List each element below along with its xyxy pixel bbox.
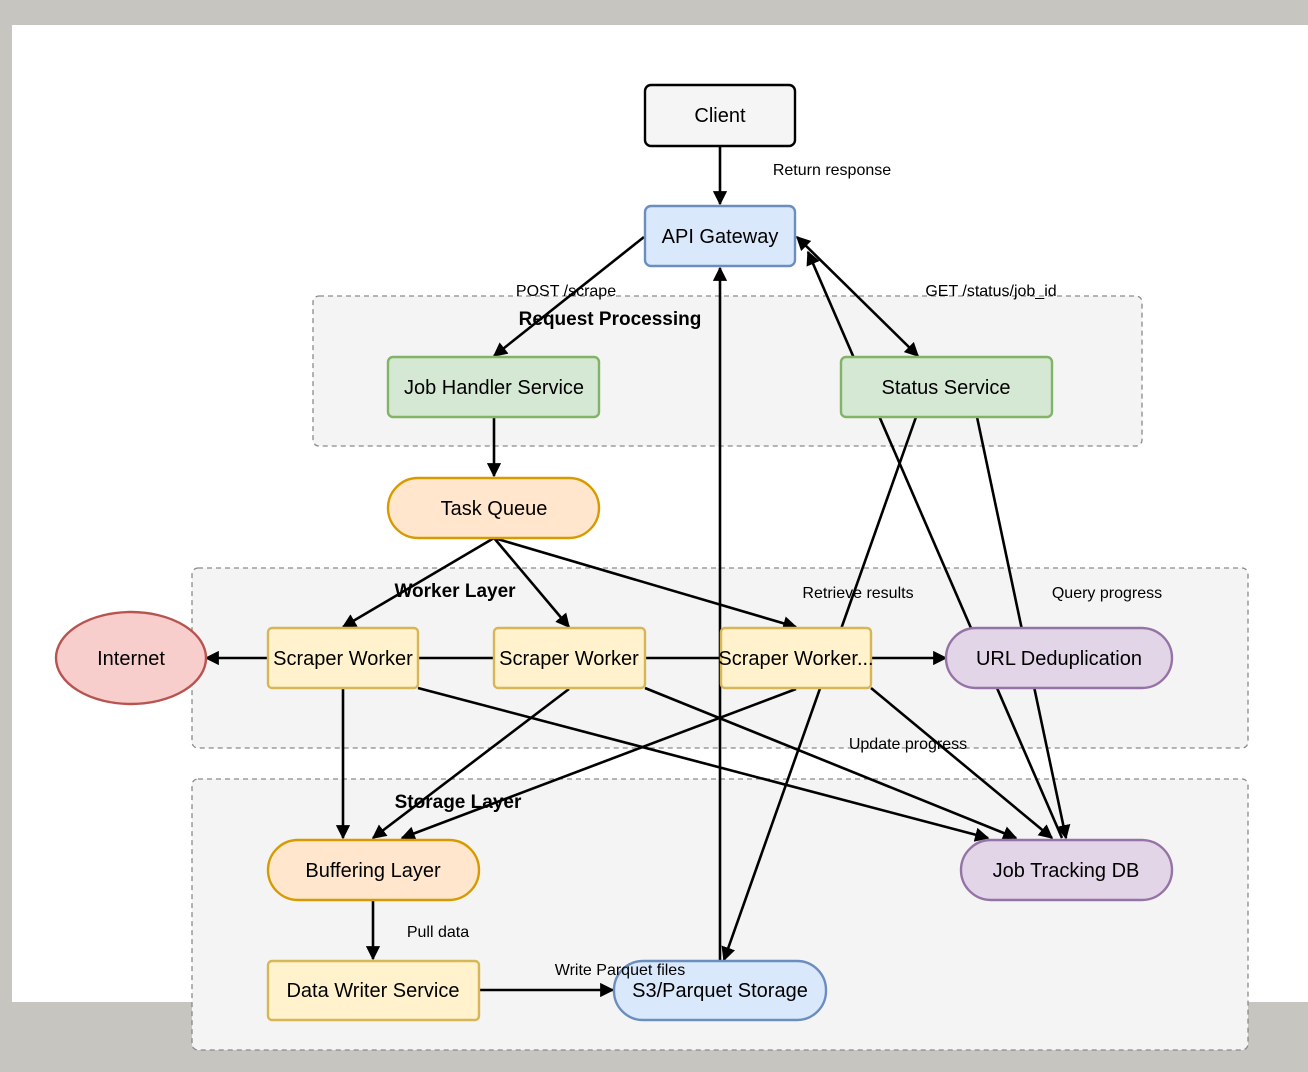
node-internet[interactable]: Internet [54,610,208,706]
node-s3-parquet-storage[interactable]: S3/Parquet Storage [612,959,828,1022]
node-data-writer-label: Data Writer Service [286,980,459,1002]
edge-label-query-progress: Query progress [1052,585,1162,602]
edge-api-to-job-db [806,250,1064,839]
node-url-dedup-label: URL Deduplication [976,648,1142,670]
node-scraper-worker-2[interactable]: Scraper Worker [492,626,647,690]
node-scraper-worker-1[interactable]: Scraper Worker [266,626,420,690]
node-job-tracking-db-label: Job Tracking DB [993,860,1140,882]
group-title-storage-layer: Storage Layer [395,792,522,813]
node-task-queue[interactable]: Task Queue [386,476,601,540]
group-title-worker-layer: Worker Layer [394,581,516,602]
node-buffering-layer-label: Buffering Layer [305,860,441,882]
node-status-service-label: Status Service [882,377,1011,399]
node-task-queue-label: Task Queue [441,498,548,520]
node-scraper-worker-3-label: Scraper Worker... [718,648,873,670]
node-url-deduplication[interactable]: URL Deduplication [944,626,1174,690]
edge-api-to-job-handler [492,235,645,358]
edge-worker-2-to-job-db [644,686,1018,840]
node-buffering-layer[interactable]: Buffering Layer [266,838,481,902]
edge-label-write-parquet: Write Parquet files [555,962,685,979]
node-api-gateway-label: API Gateway [662,226,779,248]
node-s3-storage-label: S3/Parquet Storage [632,980,808,1002]
node-status-service[interactable]: Status Service [839,355,1054,419]
node-internet-label: Internet [97,648,165,670]
node-api-gateway[interactable]: API Gateway [643,204,797,268]
edge-worker-3-to-job-db [870,686,1054,840]
node-job-handler-service[interactable]: Job Handler Service [386,355,601,419]
edge-worker-1-to-job-db [417,686,990,842]
node-job-handler-label: Job Handler Service [404,377,584,399]
edge-worker-2-to-buffer [371,687,570,840]
edge-labels: Return response POST /scrape GET /status… [407,162,1162,979]
node-scraper-worker-2-label: Scraper Worker [499,648,639,670]
edge-label-post-scrape: POST /scrape [516,283,616,300]
edge-queue-to-worker-3 [493,536,798,631]
node-scraper-worker-3[interactable]: Scraper Worker... [718,626,874,690]
edge-label-pull-data: Pull data [407,924,469,941]
edge-worker-3-to-buffer [400,687,797,841]
node-client[interactable]: Client [643,83,797,148]
group-title-request-processing: Request Processing [519,309,702,330]
node-client-label: Client [694,105,746,127]
node-scraper-worker-1-label: Scraper Worker [273,648,413,670]
edge-label-get-status: GET /status/job_id [925,283,1056,300]
edge-label-retrieve-results: Retrieve results [802,585,913,602]
edge-queue-to-worker-2 [493,537,570,629]
node-job-tracking-db[interactable]: Job Tracking DB [959,838,1174,902]
edge-label-update-progress: Update progress [849,736,967,753]
node-data-writer-service[interactable]: Data Writer Service [266,959,481,1022]
edge-label-return-response: Return response [773,162,891,179]
edge-queue-to-worker-1 [341,536,495,629]
